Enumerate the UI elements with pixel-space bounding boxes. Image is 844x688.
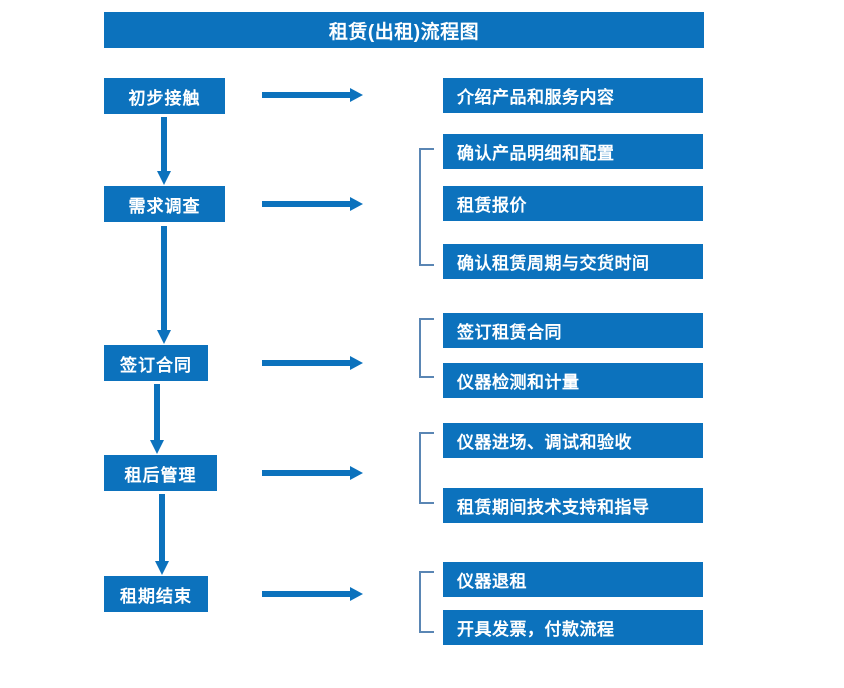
down-arrow-3: [150, 384, 164, 456]
right-arrow-5: [262, 587, 364, 601]
stage-box-3[interactable]: 签订合同: [104, 345, 208, 381]
right-arrow-4: [262, 466, 364, 480]
group-bracket-4: [419, 432, 434, 504]
down-arrow-2: [157, 226, 171, 346]
page-title: 租赁(出租)流程图: [104, 12, 704, 48]
detail-box-5-2[interactable]: 开具发票，付款流程: [443, 610, 703, 645]
detail-box-3-2[interactable]: 仪器检测和计量: [443, 363, 703, 398]
detail-box-1-1[interactable]: 介绍产品和服务内容: [443, 78, 703, 113]
detail-box-4-2[interactable]: 租赁期间技术支持和指导: [443, 488, 703, 523]
group-bracket-5: [419, 571, 434, 633]
down-arrow-4: [155, 494, 169, 577]
detail-box-2-1[interactable]: 确认产品明细和配置: [443, 134, 703, 169]
detail-box-4-1[interactable]: 仪器进场、调试和验收: [443, 423, 703, 458]
group-bracket-2: [419, 148, 434, 266]
right-arrow-1: [262, 88, 364, 102]
detail-box-5-1[interactable]: 仪器退租: [443, 562, 703, 597]
detail-box-3-1[interactable]: 签订租赁合同: [443, 313, 703, 348]
stage-box-2[interactable]: 需求调查: [104, 186, 225, 222]
stage-box-1[interactable]: 初步接触: [104, 78, 225, 114]
group-bracket-3: [419, 318, 434, 378]
down-arrow-1: [157, 117, 171, 187]
detail-box-2-2[interactable]: 租赁报价: [443, 186, 703, 221]
right-arrow-2: [262, 197, 364, 211]
right-arrow-3: [262, 356, 364, 370]
detail-box-2-3[interactable]: 确认租赁周期与交货时间: [443, 244, 703, 279]
stage-box-4[interactable]: 租后管理: [104, 455, 217, 491]
stage-box-5[interactable]: 租期结束: [104, 576, 208, 612]
